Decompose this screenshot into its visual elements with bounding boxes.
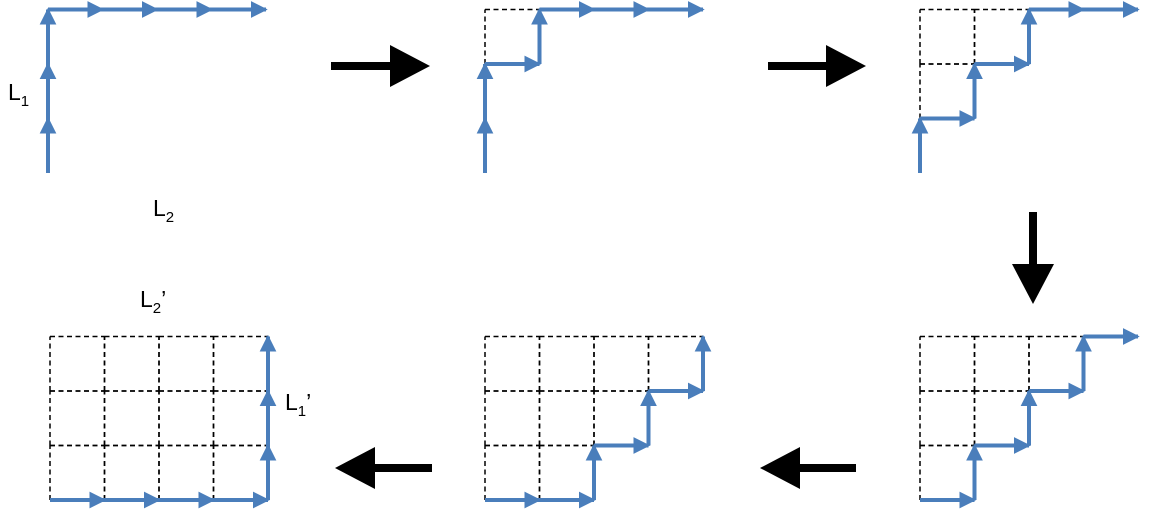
flow-arrow-left xyxy=(335,447,432,489)
label-l1-prime-mark: ’ xyxy=(306,389,311,415)
panel-2 xyxy=(476,1,705,173)
label-l2-subscript: 2 xyxy=(166,209,174,226)
label-l2-prime-subscript: 2 xyxy=(153,300,161,317)
label-l2-prime: L2’ xyxy=(140,286,166,317)
label-l1-prime-main: L xyxy=(285,389,298,415)
flow-arrow-left xyxy=(760,447,856,489)
dashed-grid xyxy=(484,8,541,65)
panels-layer xyxy=(39,1,1140,509)
lattice-path xyxy=(485,334,712,509)
dashed-grid xyxy=(919,335,1085,501)
label-l1-prime-subscript: 1 xyxy=(298,403,306,420)
panel-1 xyxy=(39,1,268,173)
label-l2: L2 xyxy=(153,195,174,226)
panel-4 xyxy=(919,328,1140,509)
lattice-path xyxy=(39,1,268,173)
label-l2-prime-main: L xyxy=(140,286,153,312)
flow-arrow-down xyxy=(1012,212,1054,304)
dashed-grid xyxy=(49,335,269,501)
panel-3 xyxy=(911,1,1140,173)
panel-5 xyxy=(484,334,712,509)
label-l1-main: L xyxy=(8,79,21,105)
flow-arrows-layer xyxy=(331,45,1054,489)
lattice-path xyxy=(920,328,1140,509)
label-l1-subscript: 1 xyxy=(21,93,29,110)
label-l2-prime-mark: ’ xyxy=(161,286,166,312)
flow-arrow-right xyxy=(768,45,866,87)
flow-arrow-right xyxy=(331,45,430,87)
lattice-path xyxy=(911,1,1140,173)
lattice-path xyxy=(50,334,277,509)
label-l1-prime: L1’ xyxy=(285,389,311,420)
label-l2-main: L xyxy=(153,195,166,221)
panel-6 xyxy=(49,334,277,509)
label-l1: L1 xyxy=(8,79,29,110)
lattice-path xyxy=(476,1,705,173)
